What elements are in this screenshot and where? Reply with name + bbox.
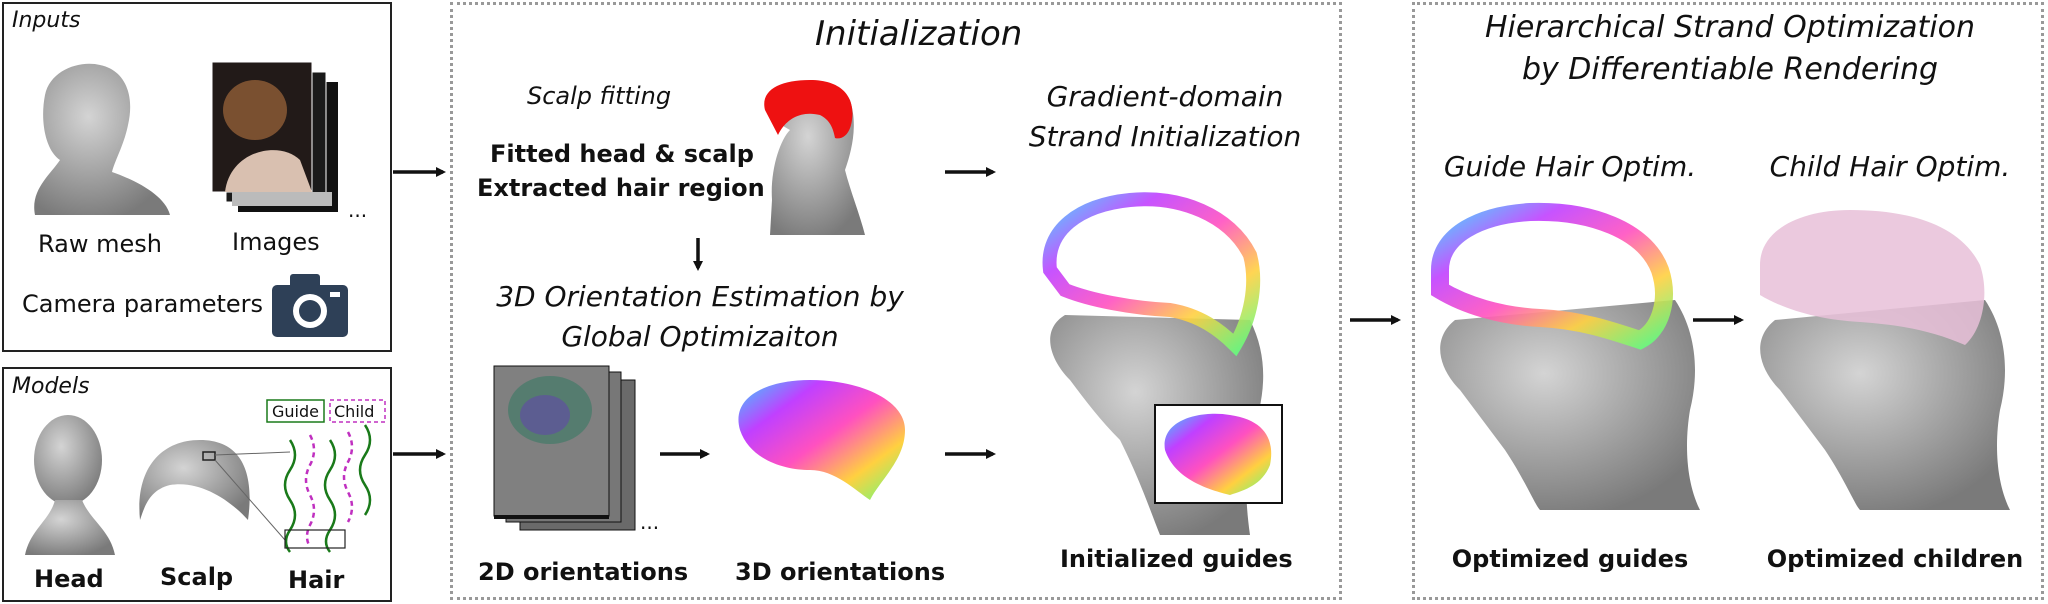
orientation-3d-label: 3D orientations <box>735 558 946 586</box>
initialized-guides-image <box>1042 192 1283 535</box>
orientation-3d-image <box>738 380 905 500</box>
optimized-children-image <box>1760 210 2010 510</box>
model-hair-strands <box>214 399 386 553</box>
orientation-title-line2: Global Optimizaiton <box>561 320 839 353</box>
model-scalp-image <box>139 440 250 520</box>
model-head-image <box>25 415 115 555</box>
child-optim-label: Child Hair Optim. <box>1769 150 2011 183</box>
guide-tag-label: Guide <box>272 402 319 421</box>
child-tag-label: Child <box>334 402 375 421</box>
head-label: Head <box>34 565 104 593</box>
optimized-children-label: Optimized children <box>1766 545 2024 573</box>
models-panel <box>2 367 392 602</box>
extracted-region-label: Extracted hair region <box>477 174 765 202</box>
orientation-ellipsis: ... <box>640 510 660 534</box>
inputs-panel-title: Inputs <box>12 8 81 33</box>
models-panel-title: Models <box>12 374 90 399</box>
guide-optim-label: Guide Hair Optim. <box>1443 150 1697 183</box>
flow-arrows <box>393 167 1744 459</box>
orientation-2d-label: 2D orientations <box>478 558 689 586</box>
raw-mesh-image <box>34 63 170 215</box>
hier-title-line2: by Differentiable Rendering <box>1521 52 1939 87</box>
initialization-title: Initialization <box>815 14 1023 54</box>
orientation-2d-image <box>493 365 636 531</box>
optimized-guides-label: Optimized guides <box>1451 545 1689 573</box>
hier-title-line1: Hierarchical Strand Optimization <box>1484 10 1976 45</box>
input-images-stack <box>211 61 338 212</box>
inputs-panel <box>2 2 392 352</box>
fitted-head-label: Fitted head & scalp <box>490 140 754 168</box>
initialized-guides-label: Initialized guides <box>1060 545 1293 573</box>
scalp-label: Scalp <box>160 563 234 591</box>
scalp-fitting-head-image <box>764 80 865 235</box>
optimized-guides-image <box>1431 202 1700 510</box>
hair-label: Hair <box>288 566 345 594</box>
scalp-fitting-label: Scalp fitting <box>527 82 672 110</box>
hierarchical-optimization-panel <box>1412 2 2044 600</box>
gradient-title-line2: Strand Initialization <box>1028 120 1302 153</box>
images-ellipsis: ... <box>348 198 368 222</box>
camera-parameters-label: Camera parameters <box>22 290 264 318</box>
raw-mesh-label: Raw mesh <box>38 230 162 258</box>
camera-icon <box>272 274 348 337</box>
images-label: Images <box>232 228 320 256</box>
initialization-panel <box>450 2 1342 600</box>
gradient-title-line1: Gradient-domain <box>1046 80 1284 113</box>
orientation-title-line1: 3D Orientation Estimation by <box>496 280 904 313</box>
